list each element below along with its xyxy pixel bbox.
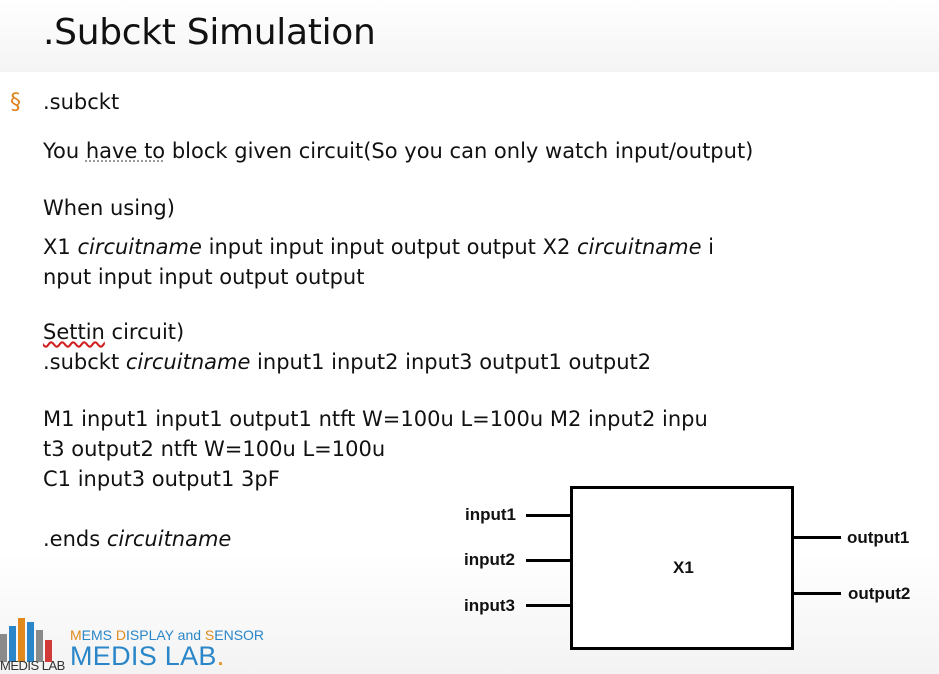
output1-label: output1 — [847, 528, 910, 547]
desc-text-a: You — [43, 139, 86, 163]
instance-line-1: X1 circuitname input input input output … — [43, 232, 714, 262]
instance-line-2: nput input input output output — [43, 265, 365, 289]
settin-word: Settin — [43, 320, 105, 344]
instance-circuitname-2: circuitname — [577, 235, 702, 259]
instance-text-a: X1 — [43, 235, 78, 259]
instance-text-e: i — [701, 235, 715, 259]
description-line: You have to block given circuit(So you c… — [43, 136, 753, 166]
subcircuit-block — [570, 486, 794, 650]
instance-circuitname-1: circuitname — [77, 235, 202, 259]
logo-main-text: MEDIS LAB. — [70, 641, 225, 671]
mosfet-line-2: t3 output2 ntft W=100u L=100u — [43, 437, 386, 461]
block-label: X1 — [673, 558, 694, 577]
logo-subtitle: MEMS DISPLAY and SENSOR — [70, 627, 265, 643]
subckt-keyword: .subckt — [43, 350, 126, 374]
settin-rest: circuit) — [104, 320, 185, 344]
input3-pin — [526, 604, 572, 607]
bullet-heading: .subckt — [43, 90, 120, 114]
subckt-line: .subckt circuitname input1 input2 input3… — [43, 347, 651, 377]
input2-label: input2 — [464, 550, 515, 569]
mosfet-line-1: M1 input1 input1 output1 ntft W=100u L=1… — [43, 407, 708, 431]
ends-circuitname: circuitname — [106, 527, 232, 551]
input2-pin — [526, 559, 572, 562]
when-using-label: When using) — [43, 196, 175, 220]
desc-text-b: block given circuit(So you can only watc… — [165, 139, 754, 163]
settin-line: Settin circuit) — [43, 317, 184, 347]
subckt-circuitname: circuitname — [125, 350, 251, 374]
input1-pin — [526, 514, 572, 517]
subckt-ports: input1 input2 input3 output1 output2 — [250, 350, 652, 374]
output2-pin — [794, 592, 841, 595]
section-bullet-icon: § — [10, 90, 21, 115]
output1-pin — [794, 536, 841, 539]
ends-line: .ends circuitname — [43, 524, 231, 554]
logo-small-text: MEDIS LAB — [0, 658, 65, 673]
input1-label: input1 — [465, 505, 516, 524]
ends-keyword: .ends — [43, 527, 107, 551]
capacitor-line: C1 input3 output1 3pF — [43, 467, 280, 491]
input3-label: input3 — [464, 596, 515, 615]
desc-text-underlined: have to — [85, 139, 166, 163]
output2-label: output2 — [848, 584, 911, 603]
logo-bars-icon — [0, 612, 60, 662]
instance-text-c: input input input output output X2 — [201, 235, 577, 259]
title-bar — [0, 0, 939, 72]
page-title: .Subckt Simulation — [43, 12, 376, 53]
